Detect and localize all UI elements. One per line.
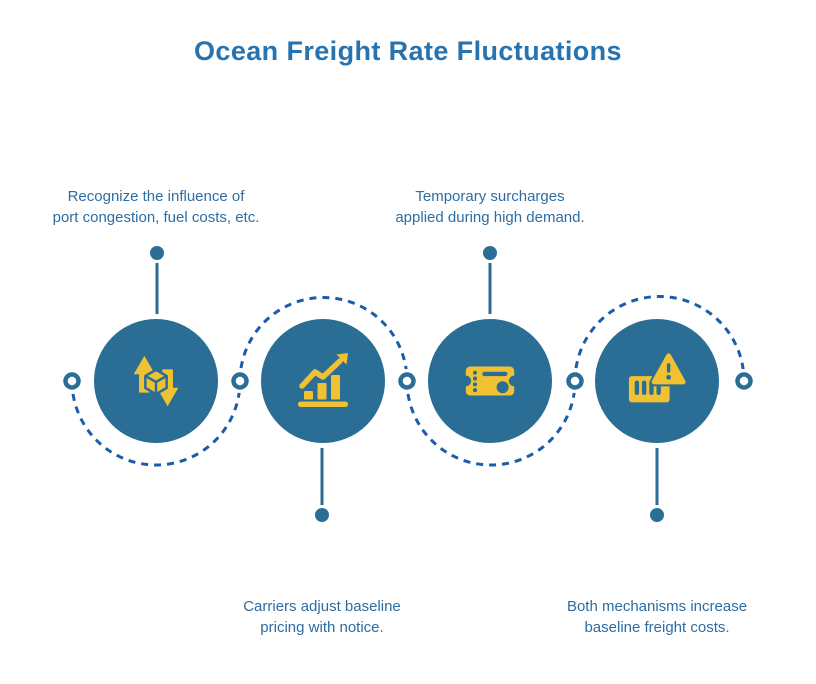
chain-dot-2 (231, 372, 249, 390)
container-warning-icon (628, 351, 688, 403)
rate-growth-chart-icon (298, 353, 348, 407)
stem-dot-step3 (480, 243, 500, 263)
step-1-label-line1: Recognize the influence of (67, 188, 245, 205)
step-4-label: Both mechanisms increase baseline freigh… (527, 596, 787, 638)
dashed-arc-below-step1 (70, 380, 242, 467)
step-2-label-line2: pricing with notice. (260, 619, 384, 636)
page-title: Ocean Freight Rate Fluctuations (194, 36, 622, 66)
step-3-circle (423, 314, 557, 448)
step-3-label: Temporary surcharges applied during high… (360, 186, 620, 228)
dashed-arc-below-step3 (405, 380, 577, 467)
step-2-label-line1: Carriers adjust baseline (243, 598, 401, 615)
chain-dot-5 (735, 372, 753, 390)
step-4-circle (590, 314, 724, 448)
stem-dot-step2 (312, 505, 332, 525)
dashed-arc-above-step2 (238, 296, 409, 382)
step-3-label-line1: Temporary surcharges (415, 188, 565, 205)
freight-volume-arrows-icon (133, 355, 179, 407)
stem-dot-step1 (147, 243, 167, 263)
step-4-label-line1: Both mechanisms increase (566, 598, 748, 615)
dashed-arc-above-step4 (573, 295, 746, 382)
step-3-label-line2: applied during high demand. (395, 209, 585, 226)
chain-dots (60, 369, 756, 393)
step-2-circle (256, 314, 390, 448)
step-1-label-line2: port congestion, fuel costs, etc. (52, 209, 260, 226)
stem-dot-step4 (647, 505, 667, 525)
step-2-label: Carriers adjust baseline pricing with no… (192, 596, 452, 638)
chain-dot-1 (63, 372, 81, 390)
surcharge-ticket-icon (460, 366, 520, 396)
step-1-label: Recognize the influence of port congesti… (26, 186, 286, 228)
step-4-label-line2: baseline freight costs. (584, 619, 730, 636)
chain-dot-4 (566, 372, 584, 390)
step-1-circle (89, 314, 223, 448)
chain-dot-3 (398, 372, 416, 390)
